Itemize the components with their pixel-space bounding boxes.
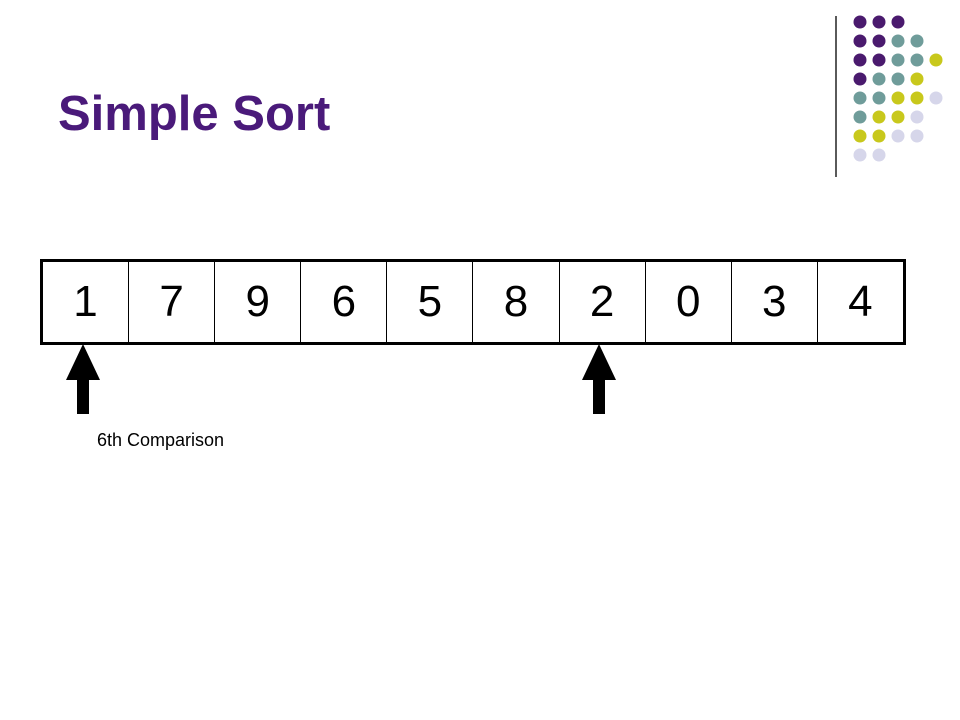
decorative-dot: [853, 148, 867, 162]
decorative-dot: [891, 129, 905, 143]
decorative-dot: [891, 110, 905, 124]
up-arrow-icon: [65, 344, 100, 414]
decorative-dot: [891, 34, 905, 48]
array-cell: 8: [472, 262, 558, 342]
number-array: 1 7 9 6 5 8 2 0 3 4: [40, 259, 906, 345]
decorative-dot: [872, 129, 886, 143]
array-cell: 1: [73, 277, 98, 326]
decorative-dot: [853, 91, 867, 105]
decorative-dot: [910, 129, 924, 143]
array-cell: 7: [128, 262, 214, 342]
decorative-dot: [891, 53, 905, 67]
decorative-dot: [872, 72, 886, 86]
decorative-dot: [910, 34, 924, 48]
array-cell: 6: [300, 262, 386, 342]
decorative-dot: [853, 15, 867, 29]
array-cell: 5: [386, 262, 472, 342]
decorative-dot: [872, 34, 886, 48]
decorative-dot: [872, 15, 886, 29]
decorative-dot: [910, 110, 924, 124]
decorative-dot: [872, 91, 886, 105]
array-cell: 0: [644, 262, 731, 342]
decorative-dot: [929, 53, 943, 67]
decorative-dot: [853, 110, 867, 124]
up-arrow-icon: [582, 344, 616, 414]
decorative-dot: [853, 129, 867, 143]
array-cell: 3: [730, 262, 817, 342]
decorative-dot: [929, 91, 943, 105]
decorative-dot: [872, 148, 886, 162]
array-cell: 4: [816, 262, 903, 342]
decorative-dot: [872, 110, 886, 124]
decorative-dot: [891, 15, 905, 29]
decorative-dot: [891, 72, 905, 86]
slide-title: Simple Sort: [58, 87, 331, 141]
comparison-caption: 6th Comparison: [97, 430, 225, 450]
decorative-dot: [853, 72, 867, 86]
decorative-dot: [853, 34, 867, 48]
decorative-dot: [853, 53, 867, 67]
decorative-dot-grid: [853, 15, 943, 162]
decorative-dot: [910, 91, 924, 105]
decorative-dot: [910, 72, 924, 86]
decorative-dot: [872, 53, 886, 67]
decorative-dot: [910, 53, 924, 67]
decorative-dot: [891, 91, 905, 105]
title-divider-line: [835, 16, 837, 177]
array-cell: 9: [214, 262, 300, 342]
array-cell: 2: [558, 262, 645, 342]
